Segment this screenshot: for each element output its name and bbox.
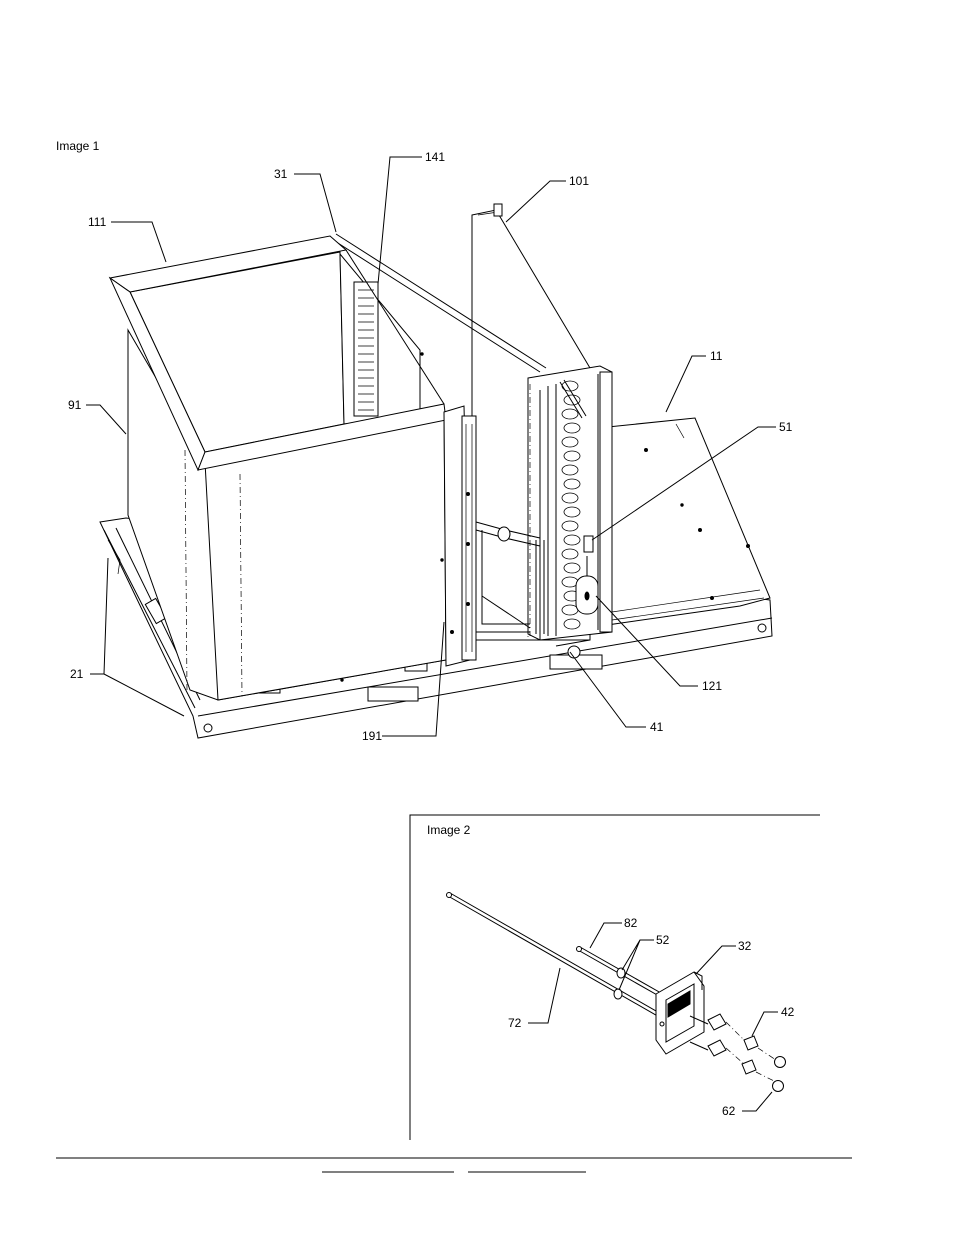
image1-assembly: Image 1 111 31 141 101 11 51 91 21 191 4…	[56, 139, 793, 743]
callout-91: 91	[68, 398, 82, 412]
callout-141: 141	[425, 150, 445, 164]
ferrule-upper	[616, 967, 626, 979]
callout-111: 111	[88, 215, 107, 229]
capillary-tube	[447, 892, 671, 1023]
callout-52: 52	[656, 933, 670, 947]
callout-11: 11	[710, 349, 723, 363]
image1-caption: Image 1	[56, 139, 100, 153]
mounting-bracket	[655, 971, 705, 1055]
cap-lower	[772, 1080, 784, 1092]
image2-frame	[409, 814, 820, 1140]
rear-base-panel	[597, 417, 771, 627]
flare-nut-lower	[741, 1059, 757, 1075]
image2-detail: Image 2	[409, 814, 820, 1140]
callout-121: 121	[702, 679, 722, 693]
cabinet-wrapper	[127, 256, 531, 701]
image2-callouts: 82 52 32 72 42 62	[508, 916, 795, 1118]
callout-62: 62	[722, 1104, 736, 1118]
callout-82: 82	[624, 916, 638, 930]
left-coil-slab	[353, 281, 379, 417]
filter-drier	[583, 535, 594, 553]
cap-upper	[774, 1056, 786, 1068]
evaporator-coil	[527, 365, 613, 641]
callout-101: 101	[569, 174, 589, 188]
callout-31: 31	[274, 167, 288, 181]
footer-rules	[56, 1157, 852, 1173]
callout-21: 21	[70, 667, 84, 681]
callout-51: 51	[779, 420, 793, 434]
image2-caption: Image 2	[427, 823, 471, 837]
top-rail	[329, 233, 547, 373]
image1-callouts: 111 31 141 101 11 51 91 21 191 41 121	[68, 150, 793, 743]
accumulator	[575, 556, 599, 615]
flare-nut-upper	[743, 1035, 759, 1051]
ferrule-lower	[613, 988, 623, 1000]
callout-72: 72	[508, 1016, 522, 1030]
callout-191: 191	[362, 729, 382, 743]
flare-fittings	[689, 1013, 727, 1057]
front-coil-frame	[443, 405, 477, 667]
callout-42: 42	[781, 1005, 795, 1019]
callout-41: 41	[650, 720, 664, 734]
callout-32: 32	[738, 939, 752, 953]
top-collar	[108, 235, 447, 472]
